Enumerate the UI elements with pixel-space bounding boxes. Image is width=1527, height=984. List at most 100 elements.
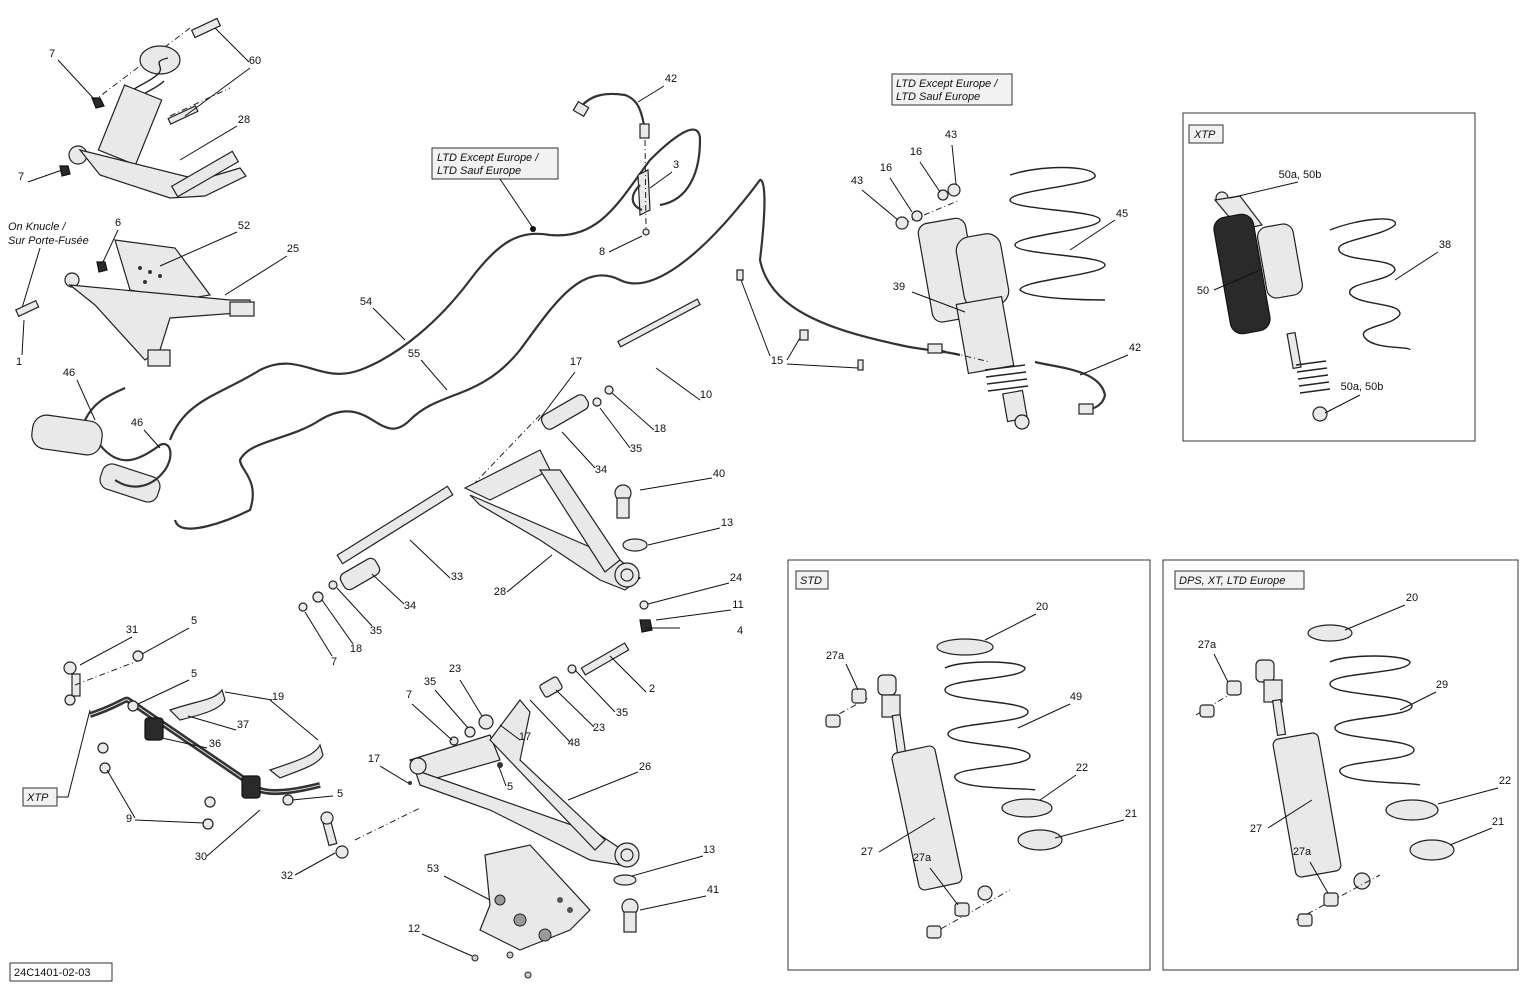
callout-35d: 35	[616, 707, 628, 719]
note-on-knuckle: On Knucle / Sur Porte-Fusée	[8, 221, 89, 309]
callout-6: 6	[115, 217, 121, 229]
callout-48: 48	[568, 737, 580, 749]
callout-33: 33	[451, 571, 463, 583]
note-ltd-except-europe-1: LTD Except Europe / LTD Sauf Europe	[431, 147, 559, 232]
callout-35a: 35	[630, 443, 642, 455]
callout-7c: 7	[331, 656, 337, 668]
callout-27a4: 27a	[1293, 846, 1312, 858]
callout-38: 38	[1439, 239, 1451, 251]
skid-plate-53	[471, 844, 591, 979]
callout-50: 50	[1197, 285, 1209, 297]
callout-19: 19	[272, 691, 284, 703]
callout-13b: 13	[703, 844, 715, 856]
callout-27a3: 27a	[1198, 639, 1217, 651]
callout-43b: 43	[851, 175, 863, 187]
callout-42b: 42	[1129, 342, 1141, 354]
lower-a-arm-26	[408, 642, 640, 933]
panel-tag-dps: DPS, XT, LTD Europe	[1174, 570, 1305, 590]
callout-27b: 27	[1250, 823, 1262, 835]
panel-tag-xtp-sway: XTP	[22, 709, 91, 807]
svg-text:XTP: XTP	[26, 792, 49, 804]
callout-22b: 22	[1499, 775, 1511, 787]
callout-23a: 23	[449, 663, 461, 675]
callout-35c: 35	[424, 676, 436, 688]
drawing-code-tag: 24C1401-02-03	[9, 962, 113, 982]
callout-54: 54	[360, 296, 372, 308]
callout-13a: 13	[721, 517, 733, 529]
callout-29: 29	[1436, 679, 1448, 691]
callout-21a: 21	[1125, 808, 1137, 820]
panel-tag-std: STD	[795, 570, 829, 590]
drawing-code: 24C1401-02-03	[14, 967, 90, 979]
sensor-cylinder-46	[31, 387, 172, 503]
callout-34a: 34	[595, 464, 607, 476]
lower-left-arm-assembly	[14, 239, 255, 367]
callout-31: 31	[126, 624, 138, 636]
callout-7d: 7	[406, 689, 412, 701]
callout-5a: 5	[191, 615, 197, 627]
callout-32: 32	[281, 870, 293, 882]
callout-5b: 5	[191, 668, 197, 680]
callout-26: 26	[639, 761, 651, 773]
svg-text:Sur Porte-Fusée: Sur Porte-Fusée	[8, 235, 89, 247]
callout-5c: 5	[337, 788, 343, 800]
callout-1: 1	[16, 356, 22, 368]
callout-52: 52	[238, 220, 250, 232]
callout-5d: 5	[507, 781, 513, 793]
callout-17b: 17	[519, 731, 531, 743]
leader-lines	[21, 27, 1499, 957]
callout-24: 24	[730, 572, 742, 584]
center-a-arm-28	[298, 298, 701, 633]
callout-15: 15	[771, 355, 783, 367]
callout-49: 49	[1070, 691, 1082, 703]
callout-50ab2: 50a, 50b	[1341, 381, 1384, 393]
callout-22a: 22	[1076, 762, 1088, 774]
cable-54	[168, 128, 702, 441]
callout-55: 55	[408, 348, 420, 360]
callout-34b: 34	[404, 600, 416, 612]
callout-18a: 18	[654, 423, 666, 435]
svg-text:LTD Sauf Europe: LTD Sauf Europe	[437, 165, 521, 177]
callout-43a: 43	[945, 129, 957, 141]
clip-15	[736, 269, 864, 371]
callout-39: 39	[893, 281, 905, 293]
brake-line-42-top	[572, 92, 651, 236]
callout-9: 9	[126, 813, 132, 825]
callout-30: 30	[195, 851, 207, 863]
callout-46a: 46	[63, 367, 75, 379]
callout-25: 25	[287, 243, 299, 255]
svg-text:LTD Sauf Europe: LTD Sauf Europe	[896, 91, 980, 103]
callout-37: 37	[237, 719, 249, 731]
callout-21b: 21	[1492, 816, 1504, 828]
callout-16b: 16	[880, 162, 892, 174]
callout-41: 41	[707, 884, 719, 896]
callout-60: 60	[249, 55, 261, 67]
svg-text:LTD Except Europe /: LTD Except Europe /	[437, 152, 539, 164]
callout-28b: 28	[494, 586, 506, 598]
xtp-shock-50	[1213, 191, 1411, 422]
callout-36: 36	[209, 738, 221, 750]
std-shock-27	[825, 638, 1063, 939]
shock-39-assembly	[895, 166, 1107, 430]
svg-text:DPS, XT, LTD Europe: DPS, XT, LTD Europe	[1179, 575, 1285, 587]
callout-12: 12	[408, 923, 420, 935]
callout-23b: 23	[593, 722, 605, 734]
svg-text:LTD Except Europe /: LTD Except Europe /	[896, 78, 998, 90]
callout-27a2: 27a	[913, 852, 932, 864]
callout-40: 40	[713, 468, 725, 480]
callout-2: 2	[649, 683, 655, 695]
callout-17c: 17	[368, 753, 380, 765]
callout-7b: 7	[18, 171, 24, 183]
callout-7a: 7	[49, 48, 55, 60]
callout-10: 10	[700, 389, 712, 401]
callout-20b: 20	[1406, 592, 1418, 604]
note-ltd-except-europe-2: LTD Except Europe / LTD Sauf Europe	[891, 73, 1013, 106]
dps-shock-27	[1195, 624, 1455, 927]
callout-28a: 28	[238, 114, 250, 126]
callout-27a: 27	[861, 846, 873, 858]
callout-42a: 42	[665, 73, 677, 85]
cable-55	[173, 178, 961, 530]
callout-4: 4	[737, 625, 743, 637]
